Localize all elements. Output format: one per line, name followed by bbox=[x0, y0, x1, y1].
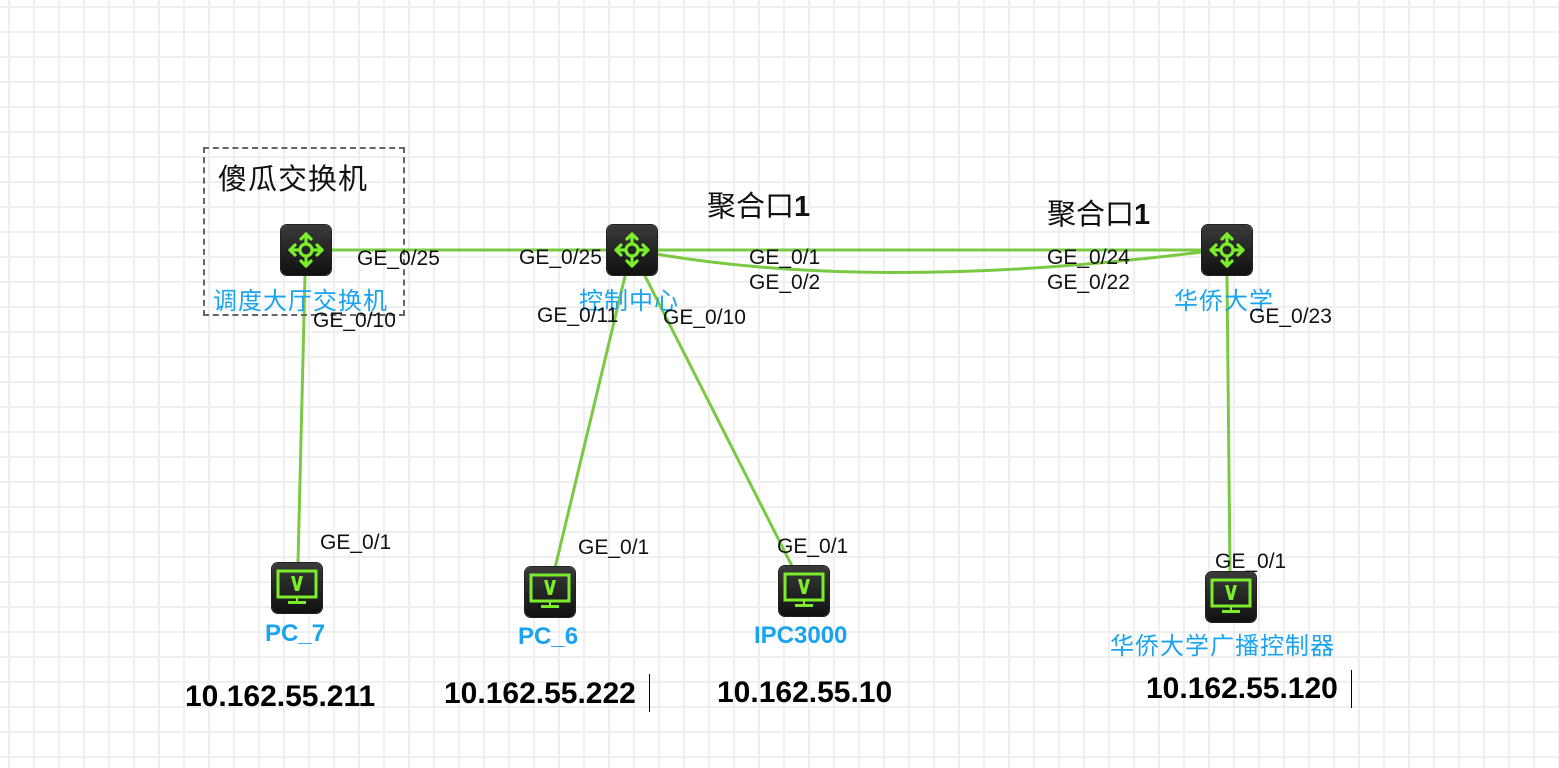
port-label: GE_0/1 bbox=[1215, 550, 1287, 573]
port-label: GE_0/1 bbox=[578, 536, 650, 559]
port-label: GE_0/10 bbox=[313, 309, 396, 332]
link-control-to-pc6[interactable] bbox=[553, 271, 628, 569]
aggregation-label-2: 聚合口1 bbox=[1047, 191, 1150, 233]
group-box-dumb-switch[interactable] bbox=[203, 147, 405, 316]
ip-address-pc6[interactable]: 10.162.55.222 bbox=[444, 677, 636, 710]
port-label: GE_0/23 bbox=[1249, 305, 1332, 328]
link-control-to-huaqiao-2[interactable] bbox=[655, 250, 1203, 274]
switch-icon bbox=[614, 232, 650, 268]
device-label-pc6: PC_6 bbox=[518, 623, 579, 650]
link-huaqiao-to-broadcast[interactable] bbox=[1225, 274, 1232, 573]
device-label-broadcast-controller: 华侨大学广播控制器 bbox=[1110, 632, 1335, 660]
pc-ipc3000[interactable] bbox=[779, 566, 829, 616]
port-label: GE_0/25 bbox=[357, 247, 440, 270]
port-label: GE_0/1 bbox=[749, 246, 821, 269]
aggregation-label-text: 聚合口 bbox=[1047, 197, 1135, 231]
pc-pc6[interactable] bbox=[525, 567, 575, 617]
port-label: GE_0/1 bbox=[320, 531, 392, 554]
switch-huaqiao-university[interactable] bbox=[1202, 225, 1252, 275]
port-label: GE_0/25 bbox=[519, 246, 602, 269]
text-cursor bbox=[1351, 670, 1352, 708]
monitor-icon bbox=[783, 572, 825, 607]
device-label-control-center: 控制中心 bbox=[579, 287, 679, 315]
pc-broadcast-controller[interactable] bbox=[1206, 572, 1256, 622]
aggregation-label-text: 聚合口 bbox=[707, 189, 795, 223]
monitor-icon bbox=[1210, 578, 1252, 613]
device-label-pc7: PC_7 bbox=[265, 620, 326, 647]
monitor-icon bbox=[529, 573, 571, 608]
aggregation-label-number: 1 bbox=[794, 191, 811, 223]
port-label: GE_0/2 bbox=[749, 271, 821, 294]
port-label: GE_0/22 bbox=[1047, 271, 1130, 294]
switch-control-center[interactable] bbox=[607, 225, 657, 275]
pc-pc7[interactable] bbox=[272, 563, 322, 613]
link-control-to-ipc3000[interactable] bbox=[641, 271, 795, 569]
port-label: GE_0/1 bbox=[777, 535, 849, 558]
switch-icon bbox=[288, 232, 324, 268]
aggregation-label-1: 聚合口1 bbox=[707, 183, 810, 225]
device-label-dispatch-hall: 调度大厅交换机 bbox=[213, 287, 388, 315]
port-label: GE_0/11 bbox=[537, 304, 619, 327]
ip-address-pc7[interactable]: 10.162.55.211 bbox=[185, 680, 376, 713]
port-label: GE_0/24 bbox=[1047, 246, 1130, 269]
monitor-icon bbox=[276, 569, 318, 604]
ip-address-ipc3000[interactable]: 10.162.55.10 bbox=[717, 676, 893, 709]
switch-dispatch-hall[interactable] bbox=[281, 225, 331, 275]
link-dispatch-to-pc7[interactable] bbox=[296, 274, 307, 564]
switch-icon bbox=[1209, 232, 1245, 268]
group-title: 傻瓜交换机 bbox=[218, 162, 369, 196]
text-cursor bbox=[649, 674, 650, 712]
port-label: GE_0/10 bbox=[663, 306, 746, 329]
device-label-huaqiao-university: 华侨大学 bbox=[1174, 287, 1274, 315]
device-label-ipc3000: IPC3000 bbox=[754, 622, 848, 649]
ip-address-broadcast-controller[interactable]: 10.162.55.120 bbox=[1146, 672, 1338, 705]
aggregation-label-number: 1 bbox=[1134, 199, 1151, 231]
